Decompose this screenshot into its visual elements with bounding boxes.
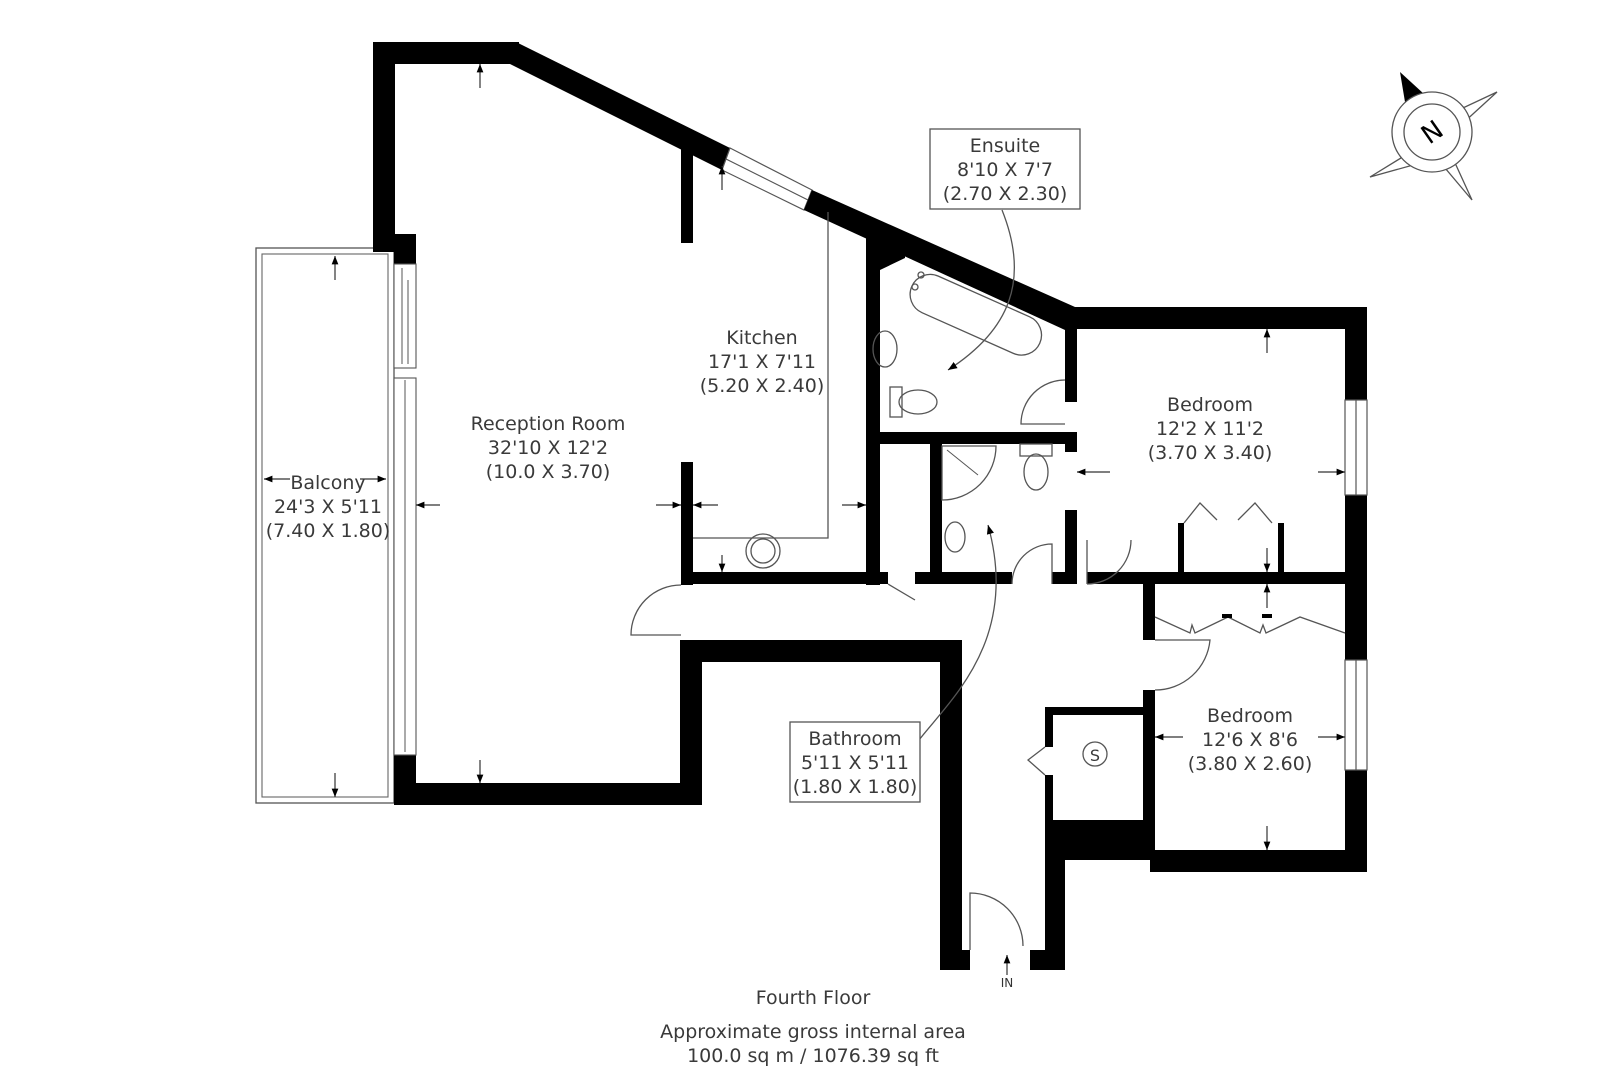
room-size-metric: (1.80 X 1.80)	[793, 776, 918, 798]
floor-summary: Fourth Floor Approximate gross internal …	[660, 987, 966, 1067]
room-label-balcony: Balcony 24'3 X 5'11 (7.40 X 1.80)	[266, 472, 391, 542]
room-size-metric: (2.70 X 2.30)	[943, 183, 1068, 205]
floor-name: Fourth Floor	[756, 987, 871, 1009]
label-leaders	[918, 209, 1015, 741]
entrance-label: IN	[1001, 976, 1014, 990]
room-name: Kitchen	[726, 327, 797, 349]
room-name: Ensuite	[970, 135, 1040, 157]
room-size-metric: (7.40 X 1.80)	[266, 520, 391, 542]
area-value: 100.0 sq m / 1076.39 sq ft	[687, 1045, 939, 1067]
room-size-imperial: 32'10 X 12'2	[488, 437, 608, 459]
room-size-imperial: 8'10 X 7'7	[957, 159, 1053, 181]
storage-symbol: S	[1090, 746, 1100, 765]
room-name: Bedroom	[1207, 705, 1293, 727]
room-name: Bedroom	[1167, 394, 1253, 416]
room-label-bathroom: Bathroom 5'11 X 5'11 (1.80 X 1.80)	[789, 721, 921, 803]
balcony-sliding-door	[393, 263, 417, 756]
room-name: Bathroom	[808, 728, 901, 750]
room-label-ensuite: Ensuite 8'10 X 7'7 (2.70 X 2.30)	[929, 128, 1081, 210]
door-swings	[630, 379, 1211, 950]
room-size-imperial: 24'3 X 5'11	[274, 496, 382, 518]
room-size-imperial: 12'2 X 11'2	[1156, 418, 1264, 440]
wardrobe-bedroom2	[1154, 614, 1346, 634]
right-windows	[1344, 399, 1368, 771]
dimension-arrows	[264, 64, 1345, 975]
room-label-bedroom1: Bedroom 12'2 X 11'2 (3.70 X 3.40)	[1148, 394, 1273, 464]
internal-walls	[681, 212, 1367, 860]
room-size-metric: (3.70 X 3.40)	[1148, 442, 1273, 464]
room-size-imperial: 5'11 X 5'11	[801, 752, 909, 774]
room-size-metric: (5.20 X 2.40)	[700, 375, 825, 397]
compass-north-icon: N	[1369, 72, 1498, 201]
room-name: Reception Room	[471, 413, 626, 435]
room-label-reception: Reception Room 32'10 X 12'2 (10.0 X 3.70…	[471, 413, 626, 483]
room-size-metric: (10.0 X 3.70)	[486, 461, 611, 483]
room-size-imperial: 17'1 X 7'11	[708, 351, 816, 373]
ensuite-fixtures	[872, 271, 1043, 418]
room-size-metric: (3.80 X 2.60)	[1188, 753, 1313, 775]
storage-cupboard: S	[1082, 741, 1108, 767]
room-label-kitchen: Kitchen 17'1 X 7'11 (5.20 X 2.40)	[700, 327, 825, 397]
bathroom-fixtures	[941, 443, 1053, 553]
room-name: Balcony	[290, 472, 365, 494]
wardrobe-bedroom1	[1178, 502, 1284, 573]
room-label-bedroom2: Bedroom 12'6 X 8'6 (3.80 X 2.60)	[1188, 705, 1313, 775]
room-size-imperial: 12'6 X 8'6	[1202, 729, 1298, 751]
kitchen-sink-icon	[745, 533, 781, 569]
area-heading: Approximate gross internal area	[660, 1021, 966, 1043]
